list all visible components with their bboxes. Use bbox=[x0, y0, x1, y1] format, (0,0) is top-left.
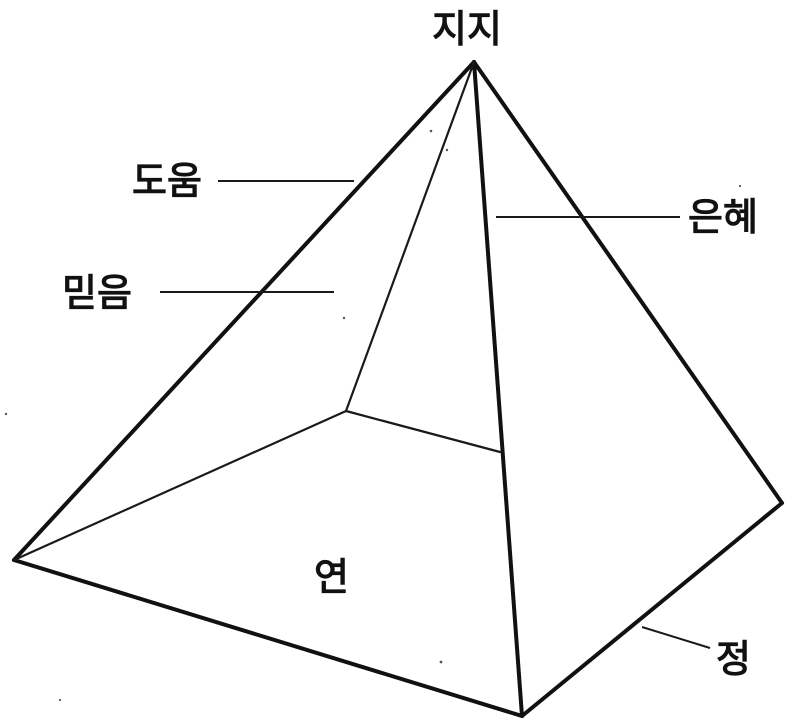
label-corner: 정 bbox=[716, 637, 751, 681]
label-grace: 은혜 bbox=[688, 195, 758, 239]
edge-base-left bbox=[12, 558, 524, 718]
edge-apex-back bbox=[344, 60, 476, 413]
label-help: 도움 bbox=[132, 159, 202, 203]
edge-apex-left bbox=[12, 60, 476, 562]
edge-apex-front bbox=[472, 60, 524, 718]
edge-back-right bbox=[344, 409, 502, 454]
label-base: 연 bbox=[314, 555, 349, 599]
label-apex: 지지 bbox=[432, 7, 502, 51]
leader-corner bbox=[641, 626, 711, 649]
pyramid-shape bbox=[12, 60, 784, 718]
edge-back-left bbox=[12, 409, 348, 562]
label-faith: 믿음 bbox=[62, 271, 132, 315]
scan-specks bbox=[4, 129, 742, 702]
edge-base-right bbox=[520, 501, 784, 718]
edge-apex-right bbox=[472, 60, 784, 505]
leader-lines bbox=[160, 180, 711, 649]
